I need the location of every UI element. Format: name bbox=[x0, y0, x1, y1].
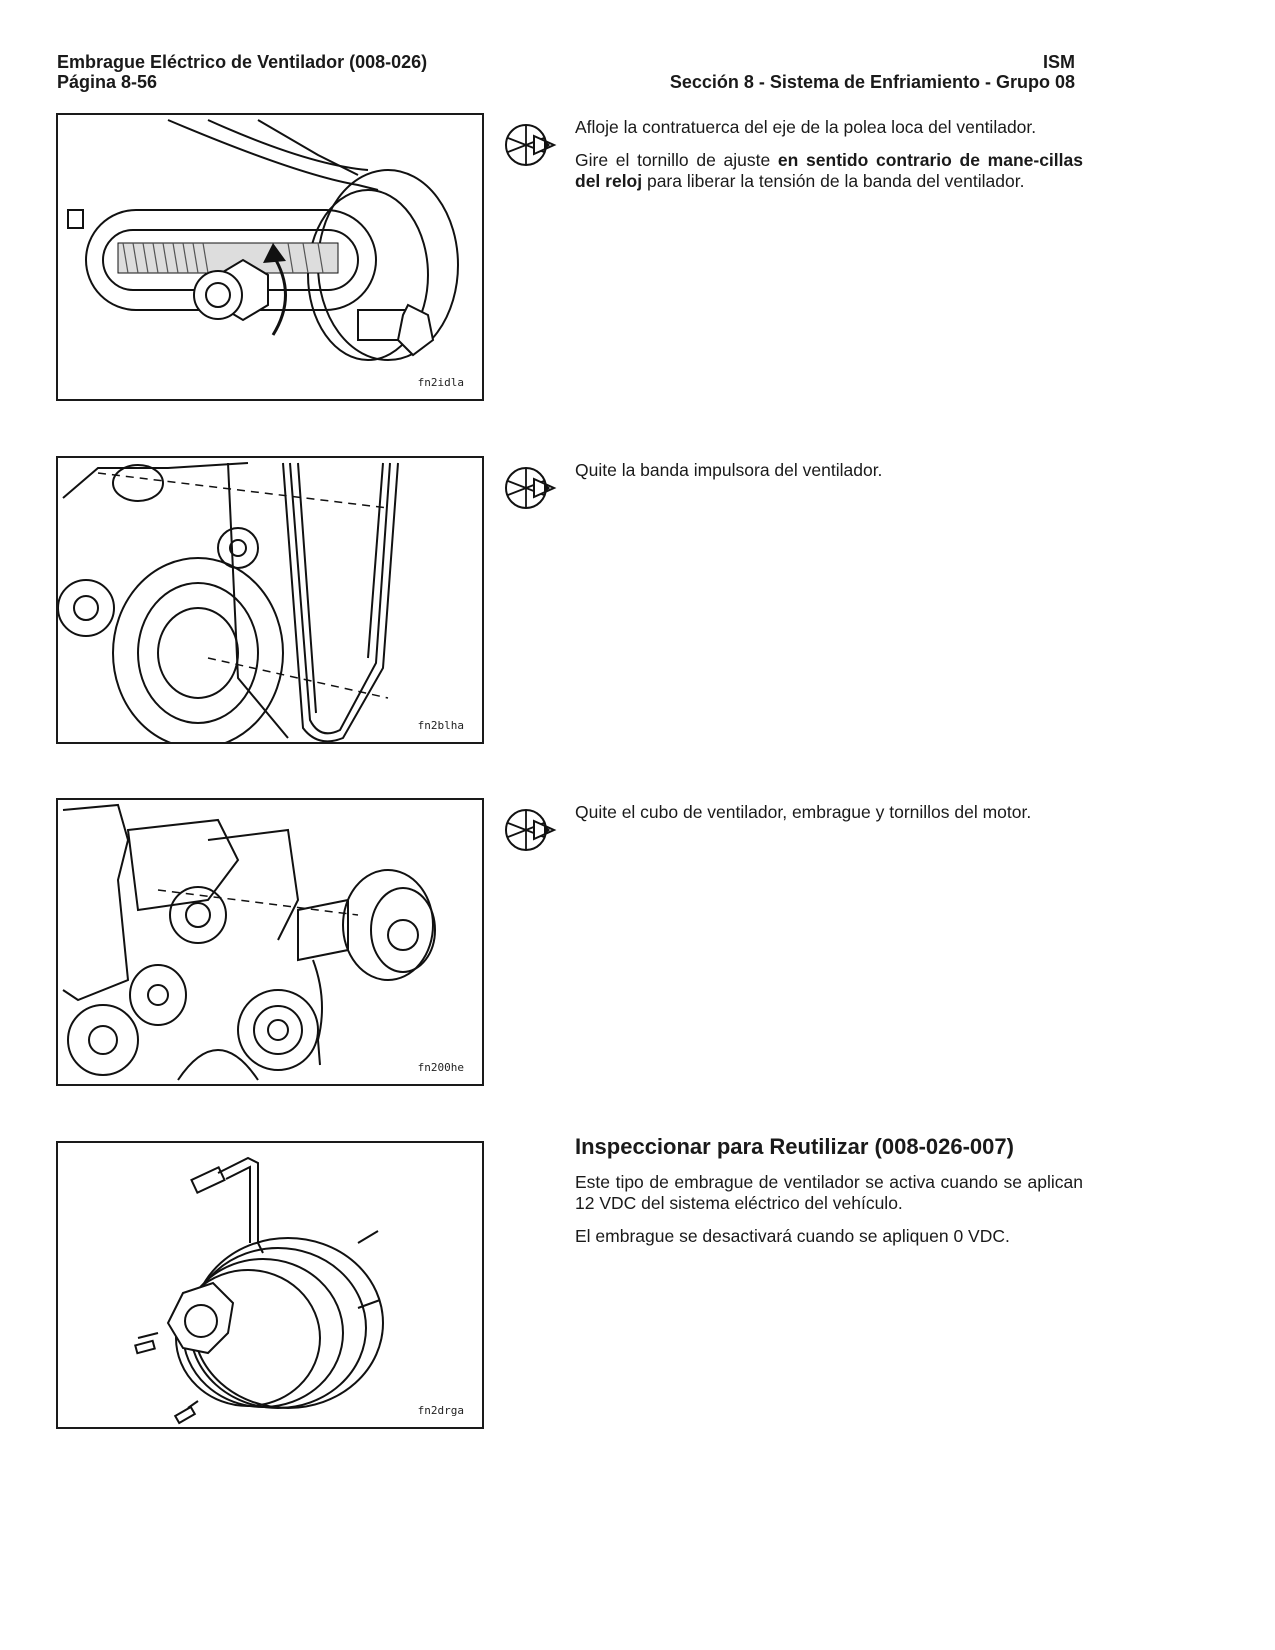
inspection-section: Inspeccionar para Reutilizar (008-026-00… bbox=[575, 1134, 1083, 1259]
section-title: Embrague Eléctrico de Ventilador (008-02… bbox=[57, 52, 428, 72]
figure-fan-belt-removal: fn2blha bbox=[56, 456, 484, 744]
inspection-paragraph-2: El embrague se desactivará cuando se apl… bbox=[575, 1226, 1010, 1246]
emphasis-direction: en sentido contrario de mane-cillas del … bbox=[575, 150, 1083, 191]
figure-fan-hub-clutch-removal: fn200he bbox=[56, 798, 484, 1086]
section-group: Sección 8 - Sistema de Enfriamiento - Gr… bbox=[669, 72, 1075, 92]
tool-wrench-icon bbox=[505, 467, 555, 509]
figure-idler-pulley-adjust: fn2idla bbox=[56, 113, 484, 401]
step-1-paragraph-2: Gire el tornillo de ajuste en sentido co… bbox=[575, 150, 1083, 191]
page-header-left: Embrague Eléctrico de Ventilador (008-02… bbox=[57, 52, 427, 92]
tool-wrench-icon bbox=[505, 809, 555, 851]
page-number: Página 8-56 bbox=[57, 72, 158, 92]
step-3-text: Quite el cubo de ventilador, embrague y … bbox=[575, 802, 1083, 835]
step-1-paragraph-1: Afloje la contratuerca del eje de la pol… bbox=[575, 117, 1037, 137]
inspection-paragraph-1: Este tipo de embrague de ventilador se a… bbox=[575, 1172, 1083, 1213]
figure-code: fn2drga bbox=[417, 1404, 464, 1417]
engine-model: ISM bbox=[1042, 52, 1075, 72]
page-header-right: ISM Sección 8 - Sistema de Enfriamiento … bbox=[670, 52, 1075, 92]
tool-wrench-icon bbox=[505, 124, 555, 166]
inspection-heading: Inspeccionar para Reutilizar (008-026-00… bbox=[575, 1134, 1014, 1159]
figure-code: fn2blha bbox=[417, 719, 464, 732]
step-2-text: Quite la banda impulsora del ventilador. bbox=[575, 460, 1083, 493]
step-1-text: Afloje la contratuerca del eje de la pol… bbox=[575, 117, 1083, 204]
figure-code: fn2idla bbox=[417, 376, 464, 389]
figure-code: fn200he bbox=[417, 1061, 464, 1074]
figure-electric-fan-clutch: fn2drga bbox=[56, 1141, 484, 1429]
step-2-paragraph-1: Quite la banda impulsora del ventilador. bbox=[575, 460, 883, 480]
step-3-paragraph-1: Quite el cubo de ventilador, embrague y … bbox=[575, 802, 1032, 822]
